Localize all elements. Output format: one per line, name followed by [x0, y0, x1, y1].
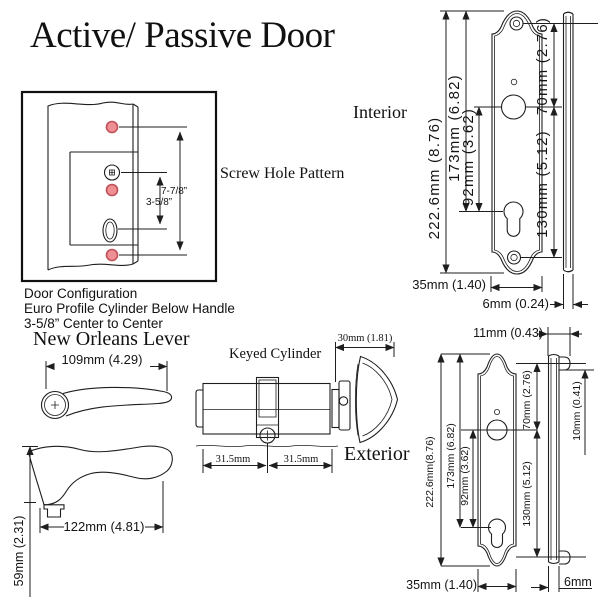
interior-plate-inner-line — [494, 13, 540, 272]
screw-hole-marker-middle — [105, 183, 119, 197]
thumbturn-base — [338, 380, 351, 431]
exterior-plate-dimensions: 222.6mm(8.76) 173mm (6.82) 92mm (3.62) 7… — [406, 353, 594, 592]
lever-side-outline — [27, 445, 173, 506]
euro-cylinder-hole — [503, 201, 524, 237]
screw-hole-pattern-label: Screw Hole Pattern — [220, 165, 345, 182]
dim-cylinder-inside-half: 31.5mm — [284, 454, 319, 465]
handle-spindle-hole — [103, 164, 121, 181]
interior-plate-dimensions: 222.6mm (8.76) 173mm (6.82) 92mm (3.62) … — [412, 10, 598, 311]
pattern-box-border — [20, 90, 218, 283]
side-thickness-dimension: 11mm (0.43) — [473, 326, 582, 356]
dim-exterior-thickness: 6mm — [564, 575, 592, 589]
top-screw — [509, 16, 524, 31]
exterior-plate-side-view — [547, 353, 571, 565]
screw-hole-marker-bottom — [105, 248, 119, 262]
dim-cylinder-outside-half: 31.5mm — [216, 454, 251, 465]
new-orleans-lever-label: New Orleans Lever — [33, 328, 190, 350]
dim-interior-handle-to-bottom-screw: 130mm (5.12) — [534, 130, 551, 238]
door-configuration-line-2: Euro Profile Cylinder Below Handle — [24, 301, 235, 316]
exterior-plate-outline — [477, 353, 517, 567]
screw-hole-pattern-diagram: 7-7/8” 3-5/8” — [20, 90, 218, 283]
dim-exterior-handle-to-bottom-screw: 130mm (5.12) — [521, 461, 533, 526]
exterior-plate-inner-line — [480, 356, 514, 564]
keyed-cylinder-label: Keyed Cylinder — [229, 346, 322, 362]
dim-exterior-screw-to-handle: 70mm (2.76) — [521, 370, 533, 430]
bottom-screw — [506, 250, 522, 265]
dim-exterior-boss-offset: 10mm (0.41) — [571, 381, 583, 441]
screw-hole-marker-top — [105, 120, 119, 134]
dim-side-thickness: 11mm (0.43) — [473, 326, 543, 340]
dim-thumbturn-depth: 30mm (1.81) — [338, 333, 393, 344]
euro-cylinder-hole — [487, 518, 507, 548]
door-configuration-note: Door Configuration Euro Profile Cylinder… — [24, 286, 235, 331]
dim-exterior-handle-to-cylinder: 92mm (3.62) — [459, 446, 471, 506]
dim-interior-height: 222.6mm (8.76) — [426, 117, 443, 240]
thumbturn-neck — [331, 388, 340, 429]
lever-blade-outline — [62, 386, 173, 417]
dim-interior-handle-to-cylinder: 92mm (3.62) — [460, 108, 477, 206]
dim-exterior-width: 35mm (1.40) — [406, 578, 477, 592]
door-configuration-line-3: 3-5/8” Center to Center — [24, 316, 163, 331]
exterior-plate-front-view — [477, 353, 517, 567]
dim-interior-screw-to-handle: 70mm (2.76) — [534, 17, 551, 115]
cylinder-hole-oval — [102, 218, 118, 243]
page-title: Active/ Passive Door — [30, 15, 335, 56]
dim-interior-top-to-cylinder: 173mm (6.82) — [446, 74, 463, 182]
set-screw-hole — [493, 408, 500, 415]
dim-lever-height: 59mm (2.31) — [12, 516, 26, 587]
dim-interior-width: 35mm (1.40) — [412, 277, 486, 292]
dim-hole-span: 7-7/8” — [161, 186, 187, 197]
interior-label: Interior — [353, 102, 407, 122]
keyed-cylinder-assembly: 30mm (1.81) 31.5mm 31.5mm — [195, 333, 399, 473]
lever-rose — [40, 390, 70, 420]
interior-plate-side-view — [562, 11, 574, 273]
lever-side-view: 122mm (4.81) 59mm (2.31) — [12, 445, 173, 597]
dim-exterior-height: 222.6mm(8.76) — [424, 436, 436, 507]
cylinder-body — [202, 382, 331, 435]
lever-top-view: 109mm (4.29) — [40, 352, 173, 420]
dim-interior-thickness: 6mm (0.24) — [483, 296, 549, 311]
interior-plate-outline — [491, 10, 543, 275]
lever-spindle-base — [43, 504, 65, 518]
lock-faceplate — [69, 151, 138, 246]
set-screw-hole — [510, 78, 518, 86]
dim-center-to-center: 3-5/8” — [146, 197, 172, 208]
plate-partial-outline — [47, 101, 139, 271]
dim-lever-length-side: 122mm (4.81) — [64, 519, 145, 534]
key-end-cap — [195, 389, 203, 428]
exterior-label: Exterior — [344, 443, 410, 465]
dim-exterior-top-to-cylinder: 173mm (6.82) — [445, 423, 457, 488]
door-configuration-line-1: Door Configuration — [24, 286, 138, 301]
handle-hub-hole — [500, 94, 527, 120]
thumbturn-wing — [355, 355, 399, 444]
dim-lever-length-top: 109mm (4.29) — [62, 352, 143, 367]
